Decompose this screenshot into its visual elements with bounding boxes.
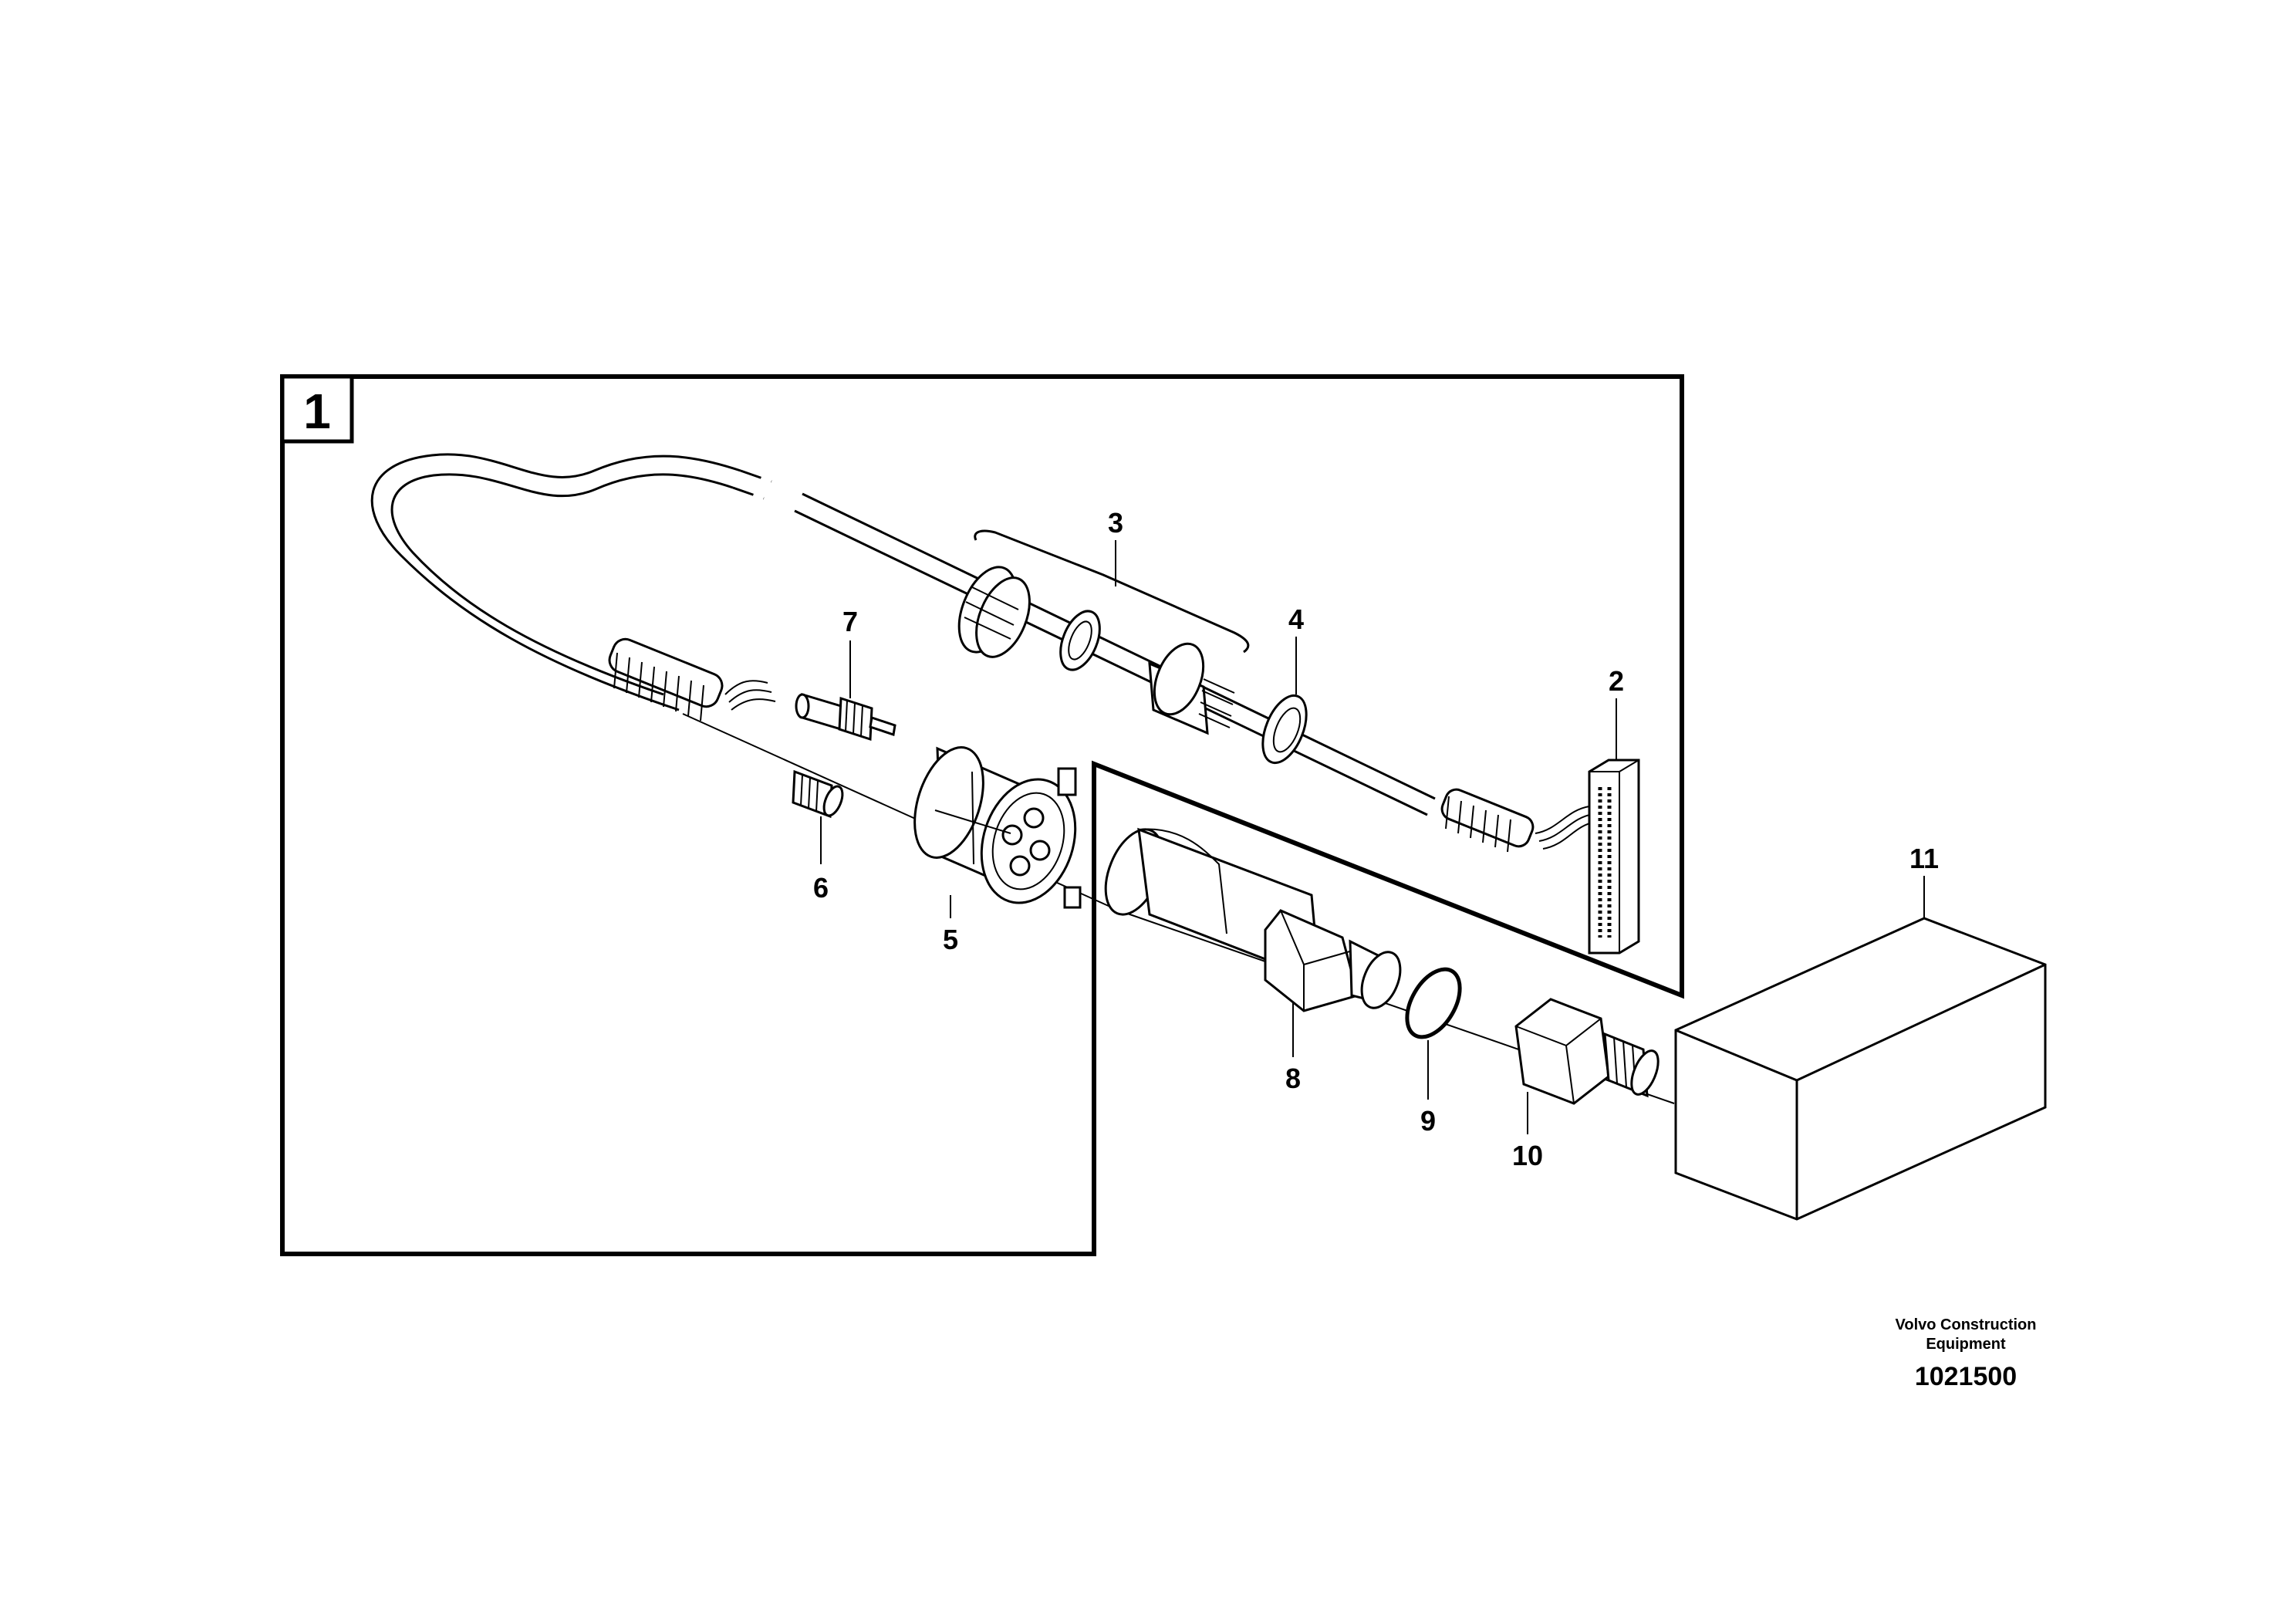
cable-gland-set <box>957 529 1250 735</box>
o-ring <box>1405 967 1462 1039</box>
kit-number: 1 <box>303 384 331 439</box>
callout-10: 10 <box>1512 1140 1543 1171</box>
callout-5: 5 <box>943 924 958 955</box>
cable-harness <box>370 453 1675 1104</box>
drawing-number: 1021500 <box>1915 1362 2017 1391</box>
spiral-sleeve-left <box>608 637 776 721</box>
pressure-sensor <box>1104 827 1402 1012</box>
connector-housing <box>913 746 1082 909</box>
brand-line-2: Equipment <box>1926 1336 2006 1353</box>
seal-plug <box>792 769 844 819</box>
callout-6: 6 <box>813 872 829 904</box>
callout-2: 2 <box>1609 665 1624 697</box>
callout-7: 7 <box>842 606 858 637</box>
callout-4: 4 <box>1288 603 1304 635</box>
spiral-sleeve-right <box>1440 788 1596 853</box>
leader-lines <box>820 540 1925 1134</box>
brand-line-1: Volvo Construction <box>1896 1316 2037 1333</box>
callout-9: 9 <box>1420 1105 1436 1137</box>
lock-nut <box>1261 694 1308 765</box>
contact-pin <box>795 692 896 742</box>
kit-number-box <box>280 374 354 444</box>
component-block <box>1674 917 2047 1221</box>
footer: Volvo Construction Equipment 1021500 <box>1896 1316 2037 1391</box>
callout-11: 11 <box>1909 843 1939 874</box>
callouts: 2 3 4 5 6 7 8 9 10 11 <box>813 507 1939 1171</box>
callout-8: 8 <box>1285 1063 1301 1094</box>
callout-3: 3 <box>1108 507 1123 539</box>
kit-frame: 1 <box>280 374 1684 1256</box>
ecu-connector-block <box>1588 759 1640 955</box>
adapter-nipple <box>1514 998 1660 1105</box>
